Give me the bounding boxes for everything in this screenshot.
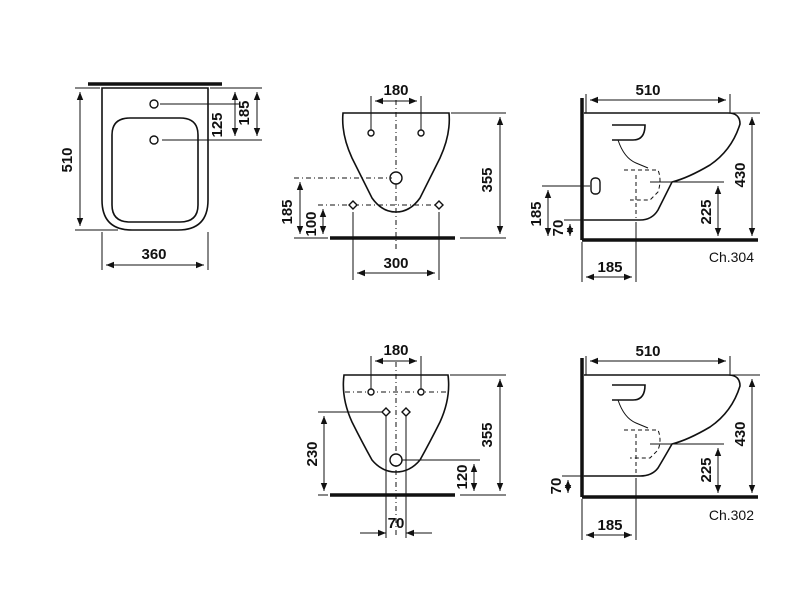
overflow-hole-icon bbox=[149, 135, 159, 145]
dim-height: 430 bbox=[732, 421, 749, 446]
dim-185-vertical: 185 bbox=[528, 201, 545, 226]
dim-fixing-spacing: 180 bbox=[383, 342, 408, 359]
outlet-icon bbox=[389, 453, 403, 467]
bidet-outline bbox=[101, 87, 209, 231]
fixing-point-icon bbox=[348, 200, 358, 210]
caption-ch302: Ch.302 bbox=[709, 507, 754, 523]
dim-185: 185 bbox=[279, 199, 296, 224]
dim-70: 70 bbox=[550, 220, 567, 237]
fixing-point-icon bbox=[381, 407, 391, 417]
dim-height-total: 355 bbox=[479, 167, 496, 192]
top-view: 510 360 125 185 bbox=[59, 82, 262, 270]
bidet-side-outline bbox=[584, 374, 741, 477]
dim-70: 70 bbox=[388, 515, 405, 532]
dim-tap-offset: 125 bbox=[209, 112, 226, 137]
dim-base-spacing: 300 bbox=[383, 255, 408, 272]
dim-outlet-distance: 185 bbox=[597, 517, 622, 534]
dim-outlet-height: 225 bbox=[698, 199, 715, 224]
tap-hole-icon bbox=[149, 99, 159, 109]
fixing-hole-icon bbox=[367, 388, 375, 396]
bowl-outline bbox=[111, 117, 199, 223]
dim-70: 70 bbox=[548, 478, 565, 495]
dim-height-total: 355 bbox=[479, 422, 496, 447]
dim-depth: 510 bbox=[635, 82, 660, 99]
dim-outlet-distance: 185 bbox=[597, 259, 622, 276]
rim-detail bbox=[612, 124, 646, 141]
fixing-point-icon bbox=[401, 407, 411, 417]
dim-100: 100 bbox=[303, 211, 320, 236]
bidet-side-outline bbox=[584, 112, 741, 221]
front-view-ch302: 180 355 230 120 70 bbox=[304, 342, 506, 538]
front-view-ch304: 180 355 185 100 300 bbox=[279, 82, 506, 280]
caption-ch304: Ch.304 bbox=[709, 249, 754, 265]
dim-fixing-spacing: 180 bbox=[383, 82, 408, 99]
fixing-hole-icon bbox=[417, 388, 425, 396]
rim-detail bbox=[612, 384, 646, 401]
dim-edge-offset: 185 bbox=[236, 100, 253, 125]
dim-depth: 510 bbox=[635, 343, 660, 360]
water-inlet-icon bbox=[590, 177, 601, 195]
fixing-hole-icon bbox=[417, 129, 425, 137]
dim-depth: 510 bbox=[59, 147, 76, 172]
fixing-hole-icon bbox=[367, 129, 375, 137]
fixing-point-icon bbox=[434, 200, 444, 210]
side-view-ch302: 510 430 225 70 185 Ch.302 bbox=[548, 343, 760, 540]
side-view-ch304: 510 430 225 185 70 185 Ch.304 bbox=[528, 82, 760, 282]
dim-width: 360 bbox=[141, 246, 166, 263]
dim-height: 430 bbox=[732, 162, 749, 187]
dim-230: 230 bbox=[304, 441, 321, 466]
dim-120: 120 bbox=[454, 464, 471, 489]
dim-outlet-height: 225 bbox=[698, 457, 715, 482]
